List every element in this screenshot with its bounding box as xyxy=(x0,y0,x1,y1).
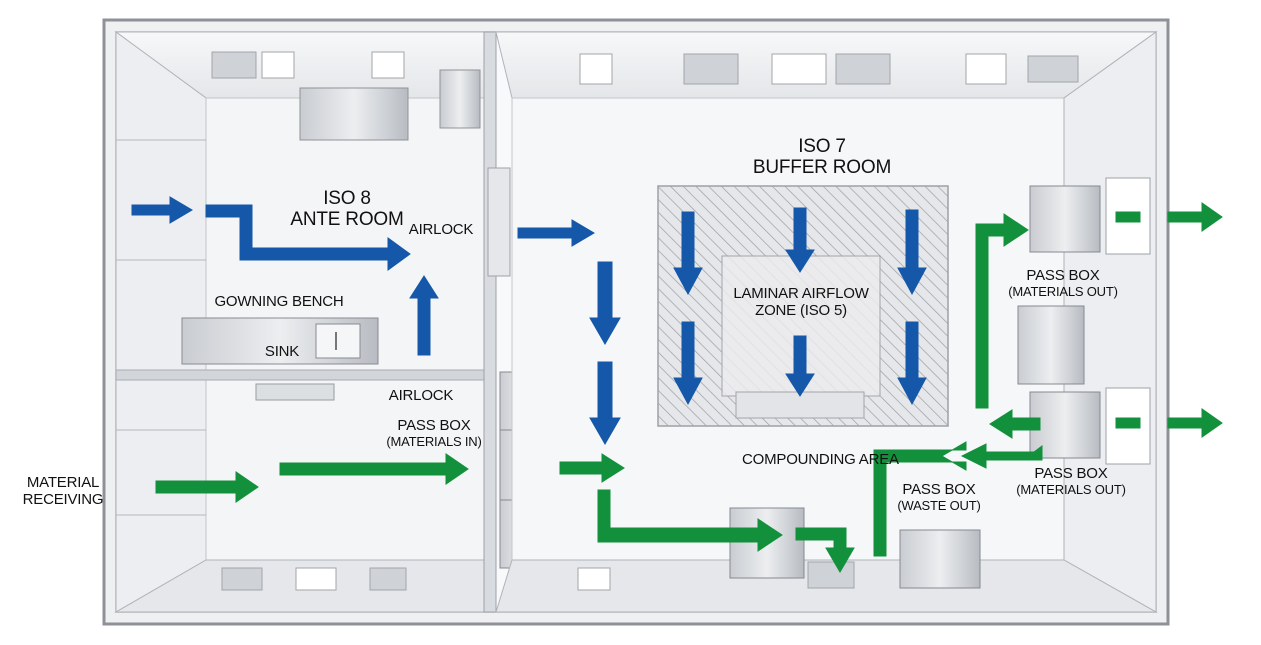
airflow-arrow xyxy=(673,211,703,296)
gowning-bench-label: GOWNING BENCH xyxy=(214,293,344,310)
airflow-arrow xyxy=(131,196,193,224)
airflow-arrow xyxy=(785,207,815,273)
compounding-area-label: COMPOUNDING AREA xyxy=(742,451,899,468)
pass-box-out-bottom-sub: (MATERIALS OUT) xyxy=(1016,481,1126,497)
ante-room-name: ANTE ROOM xyxy=(290,209,404,231)
material-receiving-line2: RECEIVING xyxy=(22,490,104,508)
pass-box-waste-title: PASS BOX xyxy=(902,481,976,498)
material-arrow xyxy=(960,443,1043,469)
airflow-arrow xyxy=(897,209,927,296)
material-arrow xyxy=(1167,408,1223,438)
buffer-room-iso: ISO 7 xyxy=(798,136,846,157)
pass-box-out-top-label: PASS BOX (MATERIALS OUT) xyxy=(1004,267,1122,299)
airflow-arrow xyxy=(785,335,815,397)
material-arrow xyxy=(795,527,855,573)
material-receiving-label: MATERIAL RECEIVING xyxy=(20,474,106,509)
airflow-arrow xyxy=(409,275,439,356)
pass-box-out-bottom-title: PASS BOX xyxy=(1034,465,1108,482)
airflow-arrow xyxy=(517,219,595,247)
gowning-bench xyxy=(181,317,379,401)
material-arrow xyxy=(975,213,1029,409)
material-arrow xyxy=(559,453,625,483)
material-arrow xyxy=(989,409,1041,439)
pass-box-out-top-title: PASS BOX xyxy=(1026,267,1100,284)
laminar-zone-line1: LAMINAR AIRFLOW xyxy=(733,285,869,302)
material-arrow xyxy=(279,453,469,485)
buffer-room-name: BUFFER ROOM xyxy=(752,157,892,179)
laminar-zone-label: LAMINAR AIRFLOW ZONE (ISO 5) xyxy=(730,285,872,320)
material-arrow xyxy=(1115,417,1141,429)
material-arrow xyxy=(873,441,967,557)
laminar-zone-line2: ZONE (ISO 5) xyxy=(755,301,847,319)
material-arrow xyxy=(1115,211,1141,223)
airflow-arrow xyxy=(897,321,927,406)
buffer-room-label: ISO 7 BUFFER ROOM xyxy=(752,136,892,179)
pass-box-out-bottom-label: PASS BOX (MATERIALS OUT) xyxy=(1010,465,1132,497)
airflow-arrow xyxy=(589,261,621,346)
pass-box-waste-sub: (WASTE OUT) xyxy=(897,497,981,513)
material-arrow xyxy=(155,471,259,503)
material-receiving-line1: MATERIAL xyxy=(26,474,100,491)
airlock-label-top: AIRLOCK xyxy=(408,221,474,238)
airlock-label-bottom: AIRLOCK xyxy=(388,387,454,404)
ante-room-label: ISO 8 ANTE ROOM xyxy=(282,188,412,231)
material-flow-arrows xyxy=(155,202,1223,573)
airflow-arrows xyxy=(131,196,927,446)
pass-box-out-top-sub: (MATERIALS OUT) xyxy=(1008,283,1118,299)
sink-label: SINK xyxy=(264,343,300,360)
pass-box-in-sub: (MATERIALS IN) xyxy=(386,433,482,449)
pass-box-in-label: PASS BOX (MATERIALS IN) xyxy=(378,417,490,449)
airflow-arrow xyxy=(673,321,703,406)
pass-box-waste-label: PASS BOX (WASTE OUT) xyxy=(884,481,994,513)
airflow-arrow xyxy=(589,361,621,446)
ante-room-iso: ISO 8 xyxy=(323,188,371,209)
material-arrow xyxy=(597,489,783,552)
material-arrow xyxy=(1167,202,1223,232)
airflow-arrow xyxy=(205,204,411,271)
pass-box-in-title: PASS BOX xyxy=(397,417,471,434)
